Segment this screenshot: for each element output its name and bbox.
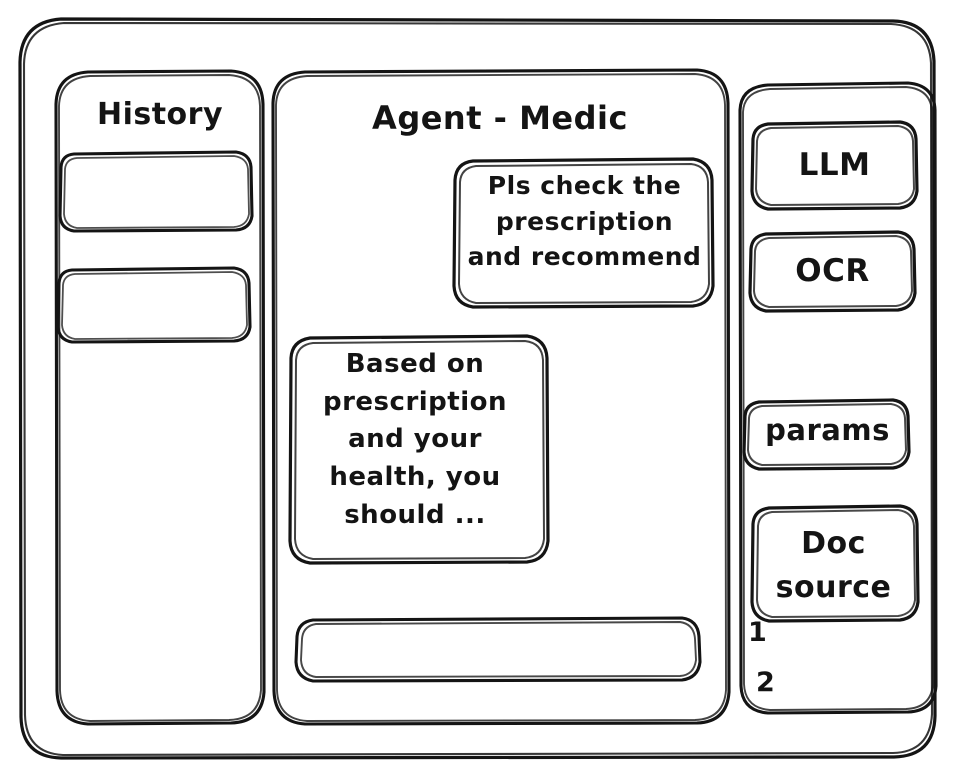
tool-ocr-label: OCR	[795, 253, 870, 289]
history-item-2[interactable]	[58, 268, 250, 343]
history-item-1[interactable]	[60, 152, 252, 232]
tool-llm-label: LLM	[798, 147, 871, 183]
tool-ocr-button[interactable]	[750, 232, 915, 311]
tool-llm-button[interactable]	[752, 122, 917, 209]
assistant-message-bubble	[290, 336, 548, 563]
tool-params-button[interactable]	[744, 400, 909, 469]
sidebar-left-title: History	[96, 97, 224, 132]
user-message-text: Pls check the prescription and recommend	[467, 171, 702, 271]
tool-params-label: params	[765, 413, 890, 447]
page-title: Agent - Medic	[372, 99, 628, 137]
tool-doc-source-button[interactable]	[752, 506, 918, 621]
composer-input[interactable]	[296, 618, 700, 681]
user-message-bubble	[454, 159, 713, 307]
tool-doc-source-label: Doc source	[775, 526, 892, 605]
doc-source-note-1: 1	[748, 617, 768, 648]
assistant-message-text: Based on prescription and your health, y…	[322, 349, 507, 530]
doc-source-note-2: 2	[756, 667, 776, 698]
